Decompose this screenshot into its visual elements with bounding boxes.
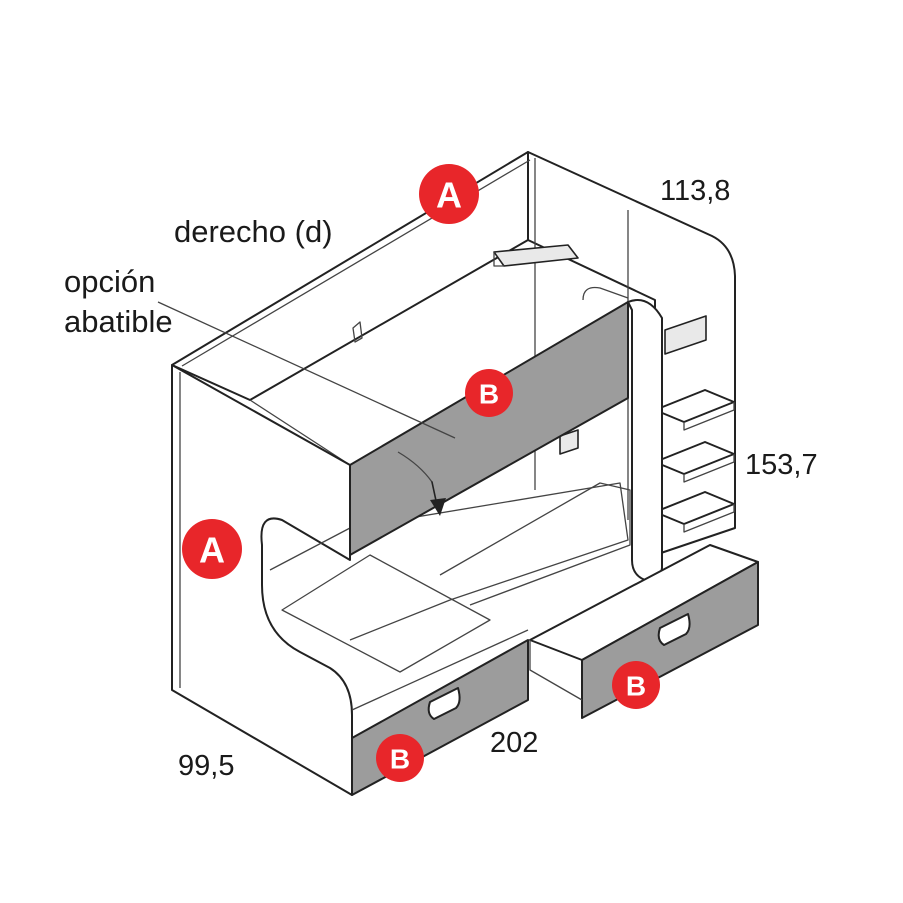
dimension-height: 153,7: [745, 449, 818, 481]
badge-letter: B: [390, 744, 410, 775]
option-pointer-line: [157, 301, 456, 439]
badge-guard-rail: B: [465, 369, 513, 417]
left-end-panel: [171, 364, 353, 796]
badge-circle: [419, 164, 479, 224]
badge-circle: [376, 734, 424, 782]
badge-letter: A: [436, 175, 462, 216]
dimension-depth-top: 113,8: [660, 175, 730, 207]
badge-drawer-left: B: [376, 734, 424, 782]
badge-circle: [612, 661, 660, 709]
badge-circle: [182, 519, 242, 579]
support-brackets: [352, 244, 579, 455]
badge-side-panel: A: [182, 519, 242, 579]
badge-circle: [465, 369, 513, 417]
badge-letter: B: [479, 379, 499, 410]
badge-top-panel: A: [419, 164, 479, 224]
ladder-shelves: [582, 286, 735, 533]
badge-letter: B: [626, 671, 646, 702]
drawer-left: [351, 629, 529, 796]
dimension-length: 202: [490, 727, 538, 759]
side-label: derecho (d): [174, 214, 333, 249]
option-label-line2: abatible: [64, 304, 173, 339]
badge-letter: A: [199, 530, 225, 571]
badge-drawer-right: B: [612, 661, 660, 709]
lower-bed-inner: [269, 482, 631, 673]
option-label-line1: opción: [64, 264, 155, 299]
guard-rail: [349, 299, 663, 583]
dimension-depth-bottom: 99,5: [178, 750, 234, 782]
